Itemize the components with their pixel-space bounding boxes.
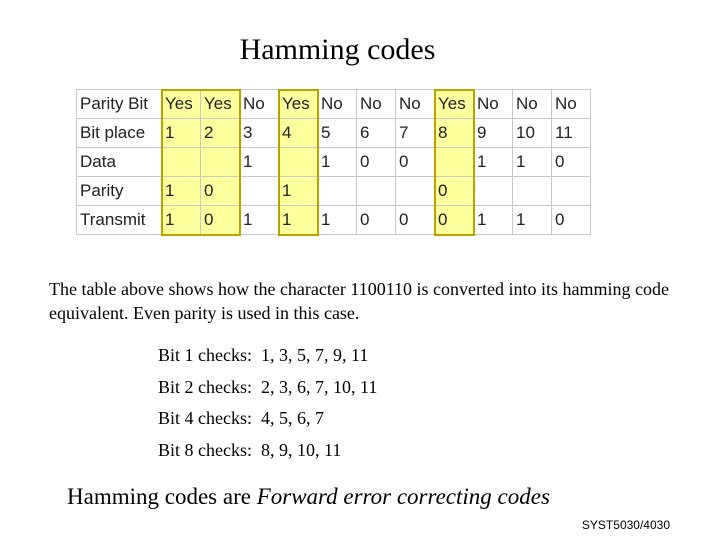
check-bits: 2, 3, 6, 7, 10, 11 [260,376,378,397]
table-cell: 0 [395,205,435,235]
table-cell [473,176,513,206]
table-cell: 7 [395,118,435,148]
row-label: Parity [76,176,162,206]
row-label: Parity Bit [76,89,162,119]
table-cell: 9 [473,118,513,148]
table-cell: 2 [200,118,240,148]
check-label: Bit 4 checks: [158,408,252,428]
table-cell [278,147,318,177]
row-label: Bit place [76,118,162,148]
table-cell: 0 [551,205,591,235]
row-label: Data [76,147,162,177]
table-cell: Yes [434,89,474,119]
footer-statement: Hamming codes are Forward error correcti… [67,484,550,510]
table-cell: 1 [317,205,357,235]
check-line: Bit 1 checks: 1, 3, 5, 7, 9, 11 [158,343,377,375]
table-cell [161,147,201,177]
table-cell [239,176,279,206]
table-cell [356,176,396,206]
check-label: Bit 2 checks: [158,376,252,397]
slide-title: Hamming codes [239,33,436,66]
table-cell [512,176,552,206]
table-cell: 0 [395,147,435,177]
footer-emphasis: Forward error correcting codes [256,484,550,509]
table-cell: Yes [161,89,201,119]
table-cell: 1 [512,147,552,177]
table-cell: 1 [512,205,552,235]
table-cell: 1 [161,205,201,235]
table-cell: No [356,89,396,119]
table-cell: 3 [239,118,279,148]
check-bits: 8, 9, 10, 11 [260,439,342,460]
table-cell: 0 [200,205,240,235]
table-cell: 0 [434,176,474,206]
table-cell: 4 [278,118,318,148]
check-line: Bit 8 checks: 8, 9, 10, 11 [158,438,377,470]
table-cell: 6 [356,118,396,148]
table-cell: 8 [434,118,474,148]
table-cell: 1 [278,176,318,206]
table-cell: Yes [200,89,240,119]
parity-checks-list: Bit 1 checks: 1, 3, 5, 7, 9, 11 Bit 2 ch… [158,343,377,469]
table-cell: 1 [317,147,357,177]
table-cell: No [317,89,357,119]
table-cell [200,147,240,177]
table-cell: Yes [278,89,318,119]
description-text: The table above shows how the character … [49,279,669,323]
table-cell [551,176,591,206]
table-cell: 5 [317,118,357,148]
table-cell: 0 [356,205,396,235]
table-cell [317,176,357,206]
check-line: Bit 4 checks: 4, 5, 6, 7 [158,406,377,438]
row-label: Transmit [76,205,162,235]
check-label: Bit 1 checks: [158,345,252,365]
table-cell: No [551,89,591,119]
table-cell: 0 [551,147,591,177]
table-cell: 11 [551,118,591,148]
table-cell: 0 [356,147,396,177]
table-cell: 1 [161,118,201,148]
table-cell: No [473,89,513,119]
check-line: Bit 2 checks: 2, 3, 6, 7, 10, 11 [158,375,377,407]
check-bits: 4, 5, 6, 7 [260,408,324,428]
course-code: SYST5030/4030 [581,518,670,532]
table-cell: No [239,89,279,119]
table-cell: No [512,89,552,119]
table-cell: 1 [473,147,513,177]
table-cell: 1 [239,205,279,235]
table-cell [395,176,435,206]
table-cell: 1 [239,147,279,177]
check-bits: 1, 3, 5, 7, 9, 11 [260,345,369,365]
table-cell: 1 [161,176,201,206]
table-cell: 1 [473,205,513,235]
table-cell: 10 [512,118,552,148]
footer-prefix: Hamming codes are [67,484,257,509]
check-label: Bit 8 checks: [158,439,252,460]
table-cell: No [395,89,435,119]
table-cell: 0 [200,176,240,206]
table-cell: 0 [434,205,474,235]
table-cell [434,147,474,177]
table-cell: 1 [278,205,318,235]
